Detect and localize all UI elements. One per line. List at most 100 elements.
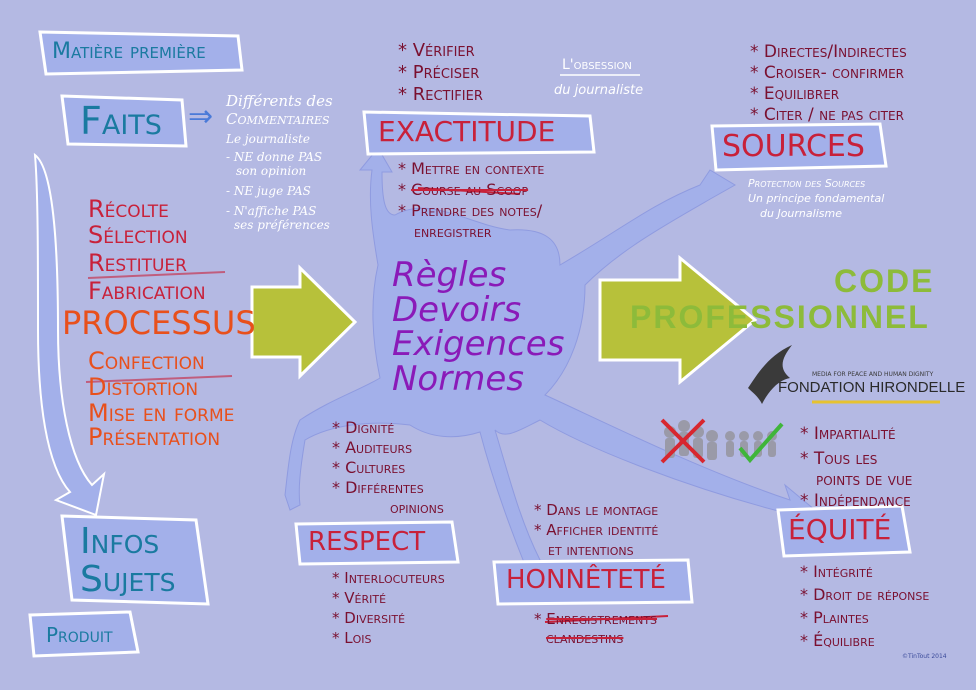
list-item: * Droit de réponse: [800, 585, 930, 604]
swallow-logo-icon: [748, 345, 792, 404]
matiere-label: Matière première: [52, 39, 206, 64]
box-sources: [710, 122, 888, 172]
list-item: * Différentes: [332, 478, 424, 497]
selection: Sélection: [88, 221, 188, 249]
list-item: * Prendre des notes/: [398, 201, 543, 220]
recolte: Récolte: [88, 195, 169, 223]
list-item: * Cultures: [332, 458, 406, 477]
equite-label: ÉQUITÉ: [788, 513, 892, 546]
box-matiere: [38, 30, 244, 76]
commentaires-item: son opinion: [236, 164, 307, 178]
credit: ©TinTout 2014: [902, 653, 947, 660]
exactitude-label: EXACTITUDE: [378, 115, 556, 148]
protection-block: Protection des Sources Un principe fonda…: [748, 176, 884, 221]
center-regles: Règles: [392, 255, 507, 295]
list-item: * Vérité: [332, 589, 387, 607]
list-item: clandestins: [546, 629, 624, 647]
produit-label: Produit: [46, 623, 113, 647]
list-item: * Auditeurs: [332, 438, 413, 457]
list-item: * Directes/Indirectes: [750, 42, 907, 62]
presentation: Présentation: [88, 423, 221, 451]
center-normes: Normes: [392, 359, 524, 400]
commentaires-item: - NE juge PAS: [226, 184, 311, 198]
list-item: * Enregistrements: [534, 610, 657, 629]
list-item: points de vue: [816, 470, 913, 490]
list-item: * Dignité: [332, 418, 395, 437]
honnetete-bottom-list: * Enregistrements clandestins: [534, 610, 657, 648]
exactitude-bottom-list: * Mettre en contexte * Course au Scoop *…: [398, 158, 544, 242]
commentaires-title1: Différents des: [226, 92, 333, 110]
list-item: * Plaintes: [800, 608, 869, 627]
list-item: * Dans le montage: [534, 501, 659, 519]
exactitude-top-list: * Vérifier * Préciser * Rectifier: [398, 40, 483, 106]
list-item: * Croiser- confirmer: [750, 63, 905, 83]
equite-bottom-list: * Intégrité * Droit de réponse * Plainte…: [800, 560, 929, 652]
box-infos: [60, 514, 210, 606]
commentaires-title2: Commentaires: [226, 110, 330, 128]
commentaires-block: Différents des Commentaires Le journalis…: [226, 92, 333, 232]
protection-line: Un principe fondamental: [748, 192, 885, 205]
list-item: * Impartialité: [800, 424, 896, 444]
mise-en-forme: Mise en forme: [88, 399, 235, 427]
list-item: * Citer / ne pas citer: [750, 105, 904, 125]
bullet: *: [398, 180, 412, 199]
fabrication: Fabrication: [88, 277, 206, 305]
list-item: enregistrer: [414, 222, 492, 241]
box-faits: [60, 94, 188, 148]
box-respect: [294, 520, 460, 566]
list-item: * Indépendance: [800, 491, 911, 511]
box-produit: [28, 610, 140, 658]
sujets-label: Sujets: [80, 559, 176, 600]
logo-small-text: MEDIA FOR PEACE AND HUMAN DIGNITY: [812, 371, 934, 378]
commentaires-intro: Le journaliste: [226, 132, 310, 146]
protection-line: du Journalisme: [760, 207, 842, 220]
box-exactitude: [362, 110, 596, 156]
people-crossed-icon: [660, 418, 718, 464]
center-block: Règles Devoirs Exigences Normes: [392, 258, 564, 397]
enregistrements: Enregistrements: [546, 610, 658, 628]
code-label: CODE: [834, 263, 935, 299]
honnetete-label: HONNÊTETÉ: [506, 565, 666, 595]
list-item: * Tous les: [800, 449, 878, 469]
box-equite: [776, 504, 912, 558]
sources-label: SOURCES: [722, 129, 865, 164]
protection-line: Protection des Sources: [748, 177, 866, 190]
commentaires-item: - N'affiche PAS: [226, 204, 317, 218]
bullet: *: [534, 610, 547, 628]
list-item: * Equilibrer: [750, 84, 840, 104]
logo-name: FONDATION HIRONDELLE: [778, 379, 966, 396]
processus: PROCESSUS: [62, 304, 256, 342]
green-arrow-right: [598, 254, 758, 386]
list-item: et intentions: [548, 541, 634, 559]
commentaires-item: ses préférences: [234, 218, 330, 232]
box-honnetete: [492, 558, 694, 606]
distortion: Distortion: [88, 373, 199, 401]
obsession-line1: L'obsession: [562, 57, 632, 73]
list-item: opinions: [390, 498, 444, 517]
list-item: * Interlocuteurs: [332, 569, 445, 587]
faits-label: Faits: [80, 99, 162, 143]
respect-top-list: * Dignité * Auditeurs * Cultures * Diffé…: [332, 418, 444, 518]
equite-top-list: * Impartialité * Tous les points de vue …: [800, 424, 912, 512]
sources-list: * Directes/Indirectes * Croiser- confirm…: [750, 42, 907, 126]
center-devoirs: Devoirs: [392, 289, 522, 330]
respect-bottom-list: * Interlocuteurs * Vérité * Diversité * …: [332, 568, 445, 648]
list-item: * Lois: [332, 629, 372, 647]
list-item: * Préciser: [398, 62, 480, 83]
course-au-scoop: Course au Scoop: [411, 180, 529, 199]
confection: Confection: [88, 347, 205, 375]
central-blob: [284, 147, 816, 576]
obsession-line2: du journaliste: [554, 83, 644, 98]
infos-label: Infos: [80, 521, 160, 562]
left-down-arrow: [33, 152, 106, 517]
respect-label: RESPECT: [308, 527, 426, 557]
people-checked-icon: [725, 422, 784, 464]
list-item: * Rectifier: [398, 84, 483, 105]
list-item: * Équilibre: [800, 631, 875, 650]
list-item: * Course au Scoop: [398, 179, 544, 200]
professionnel-label: PROFESSIONNEL: [630, 299, 930, 335]
commentaires-item: - NE donne PAS: [226, 150, 323, 164]
list-item: * Mettre en contexte: [398, 159, 545, 178]
